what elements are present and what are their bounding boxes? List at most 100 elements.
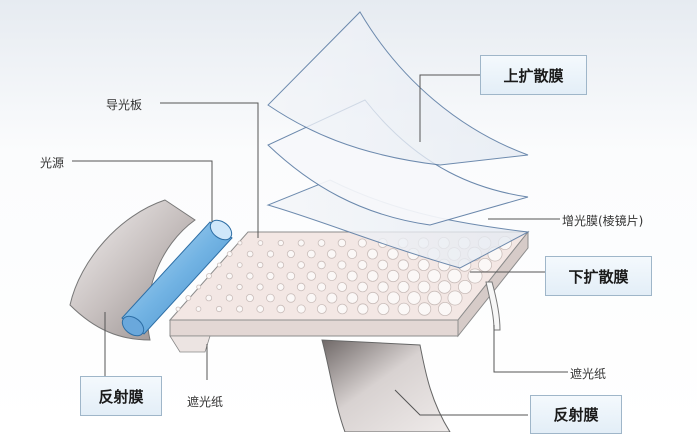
light-guide-dot (417, 280, 431, 294)
light-guide-dot (216, 284, 223, 290)
light-guide-dot (256, 283, 264, 291)
light-guide-dot (367, 248, 378, 260)
light-guide-dot (237, 262, 243, 268)
light-guide-dot (306, 271, 317, 281)
light-guide-dot (205, 294, 213, 302)
label-lower-diffuser: 下扩散膜 (545, 256, 652, 296)
leader-light-source (72, 160, 213, 222)
light-guide-dot (317, 260, 326, 270)
light-guide-dot (257, 261, 264, 269)
bottom-reflector-film (321, 339, 451, 432)
light-guide-dot (296, 282, 306, 292)
light-guide-dot (297, 261, 305, 269)
light-guide-dot (196, 284, 202, 290)
light-guide-dot (357, 303, 369, 315)
light-guide-dot (276, 304, 285, 314)
light-guide-dot (346, 292, 359, 304)
light-guide-dot (226, 251, 233, 257)
light-guide-dot (206, 273, 212, 279)
light-guide-dot (477, 257, 492, 272)
light-guide-dot (417, 302, 432, 316)
light-guide-dot (246, 272, 254, 280)
light-source-lamp (121, 219, 233, 337)
leader-right-reflector (394, 389, 528, 416)
light-guide-dot (417, 258, 430, 271)
light-guide-dot (245, 293, 254, 302)
light-guide-dot (306, 249, 316, 259)
light-guide-dot (195, 306, 202, 312)
light-guide-dot (447, 268, 462, 284)
label-prism-film: 增光膜(棱镜片) (562, 214, 644, 228)
light-guide-dot (377, 302, 390, 315)
light-guide-dot (357, 260, 368, 270)
label-light-source: 光源 (40, 156, 65, 170)
light-guide-dot (366, 270, 379, 282)
light-guide-dot (326, 292, 338, 304)
light-guide-dot (447, 290, 463, 306)
light-guide-dot (467, 268, 483, 284)
light-guide-dot (387, 248, 399, 260)
light-guide-dot (266, 271, 275, 280)
light-guide-dot (347, 248, 358, 259)
light-guide-dot (437, 301, 452, 316)
light-guide-dot (397, 280, 410, 293)
label-guide-plate: 导光板 (106, 98, 143, 112)
light-guide-dot (277, 239, 284, 247)
light-guide-dot (317, 239, 326, 247)
light-guide-dot (427, 269, 441, 283)
light-guide-dot (457, 279, 472, 294)
light-guide-dot (237, 240, 243, 246)
light-guide-plate-front (169, 319, 459, 337)
light-guide-dot (397, 259, 409, 271)
light-guide-dot (357, 238, 367, 248)
light-guide-dot (226, 272, 233, 280)
label-right-shading-paper: 遮光纸 (570, 367, 607, 381)
light-guide-dot (257, 240, 264, 246)
left-reflector-film (69, 199, 196, 341)
leader-lines (72, 74, 568, 416)
light-guide-dot (276, 283, 285, 291)
light-guide-dot (346, 270, 358, 282)
leader-upper-diffuser (419, 74, 480, 142)
light-guide-dot (337, 260, 347, 270)
right-shading-paper (485, 281, 501, 331)
leader-guide-plate (160, 102, 259, 238)
light-guide-dot (175, 306, 181, 312)
label-left-reflector: 反射膜 (80, 376, 162, 416)
light-guide-dot (387, 269, 400, 283)
light-guide-dot (437, 280, 452, 294)
light-guide-dot (326, 270, 337, 281)
light-guide-dot (236, 283, 243, 291)
light-guide-dot (216, 262, 222, 268)
label-right-reflector: 反射膜 (530, 395, 622, 434)
light-guide-dot (366, 291, 379, 305)
light-guide-dot (407, 269, 421, 283)
light-guide-dot (316, 304, 327, 314)
light-guide-dot (277, 261, 285, 269)
label-left-shading-paper: 遮光纸 (187, 395, 224, 409)
light-guide-dot (327, 249, 337, 259)
light-guide-dot (377, 259, 389, 271)
light-guide-dot (386, 291, 400, 305)
light-guide-dot (317, 282, 327, 292)
light-guide-dot (336, 303, 348, 315)
light-guide-dot (297, 239, 305, 247)
leader-right-shading (493, 325, 568, 373)
light-guide-dot (337, 282, 348, 292)
light-guide-dot (266, 293, 275, 303)
light-guide-dot (377, 281, 389, 293)
light-guide-dot (286, 249, 295, 258)
light-guide-dot (296, 304, 306, 314)
light-guide-dot (286, 293, 296, 303)
light-guide-dot (216, 305, 223, 313)
upper-diffuser-sheet (267, 11, 529, 166)
light-guide-dot (337, 238, 347, 248)
light-guide-dot (397, 302, 411, 316)
light-guide-dot (357, 281, 368, 293)
light-guide-dot (246, 250, 254, 258)
light-guide-dot (286, 271, 296, 281)
light-guide-dot (266, 250, 275, 258)
light-guide-dot (407, 291, 421, 305)
label-upper-diffuser: 上扩散膜 (480, 55, 587, 95)
light-guide-dot (427, 290, 442, 306)
